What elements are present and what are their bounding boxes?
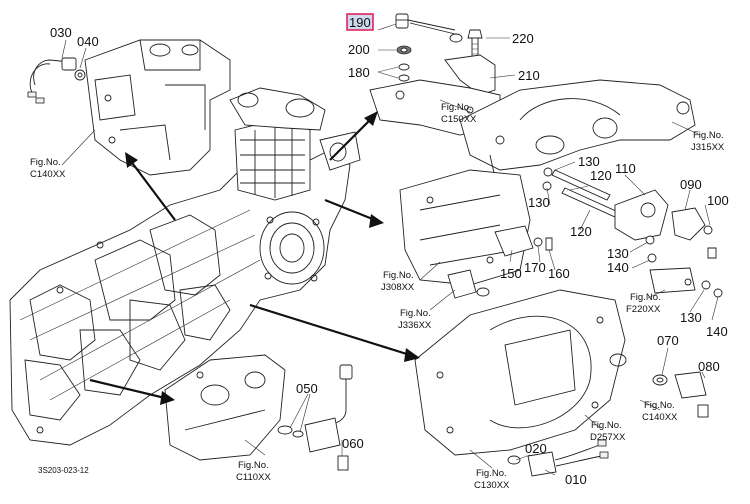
- part-label-070[interactable]: 070: [657, 333, 679, 348]
- figure-references: Fig.No. C140XX Fig.No. C150XX Fig.No. J3…: [30, 102, 725, 491]
- part-label-200[interactable]: 200: [348, 42, 370, 57]
- part-label-160[interactable]: 160: [548, 266, 570, 281]
- part-label-140-a[interactable]: 140: [607, 260, 629, 275]
- part-label-060[interactable]: 060: [342, 436, 364, 451]
- part-label-120-a[interactable]: 120: [590, 168, 612, 183]
- selected-part-box: [346, 13, 374, 31]
- part-label-190[interactable]: 190: [349, 15, 371, 30]
- fig-ref-j315xx-link[interactable]: J315XX: [691, 142, 725, 153]
- leader-lines: [61, 23, 719, 476]
- lower-right-cover-drawing: [414, 289, 709, 477]
- part-label-080[interactable]: 080: [698, 359, 720, 374]
- part-label-110[interactable]: 110: [615, 161, 636, 176]
- transmission-housing-drawing: [9, 87, 361, 446]
- lower-center-drawing: [164, 354, 353, 471]
- fig-ref-prefix: Fig.No.: [30, 157, 61, 168]
- part-label-050[interactable]: 050: [296, 381, 318, 396]
- fig-ref-d257xx-link[interactable]: D257XX: [590, 432, 626, 443]
- part-label-150[interactable]: 150: [500, 266, 522, 281]
- part-label-220[interactable]: 220: [512, 31, 534, 46]
- direction-arrows: [89, 111, 420, 405]
- part-label-130-b[interactable]: 130: [528, 195, 550, 210]
- part-label-090[interactable]: 090: [680, 177, 702, 192]
- part-label-130-a[interactable]: 130: [578, 154, 600, 169]
- fig-ref-j308xx-link[interactable]: J308XX: [381, 282, 415, 293]
- fig-ref-c110xx-link[interactable]: C110XX: [236, 472, 271, 483]
- fig-ref-prefix: Fig.No.: [441, 102, 472, 113]
- fig-ref-c140xx-link[interactable]: C140XX: [30, 169, 66, 180]
- part-labels: 030 040 190 200 180 220 210 130 110 090 …: [50, 13, 729, 487]
- fig-ref-prefix: Fig.No.: [644, 400, 675, 411]
- fig-ref-prefix: Fig.No.: [591, 420, 622, 431]
- part-label-100[interactable]: 100: [707, 193, 729, 208]
- fig-ref-c140xx-link-2[interactable]: C140XX: [642, 412, 678, 423]
- part-label-210[interactable]: 210: [518, 68, 540, 83]
- fig-ref-c130xx-link[interactable]: C130XX: [474, 480, 510, 491]
- part-label-020[interactable]: 020: [525, 441, 547, 456]
- fig-ref-prefix: Fig.No.: [693, 130, 724, 141]
- part-label-140-b[interactable]: 140: [706, 324, 728, 339]
- part-030-sensor-drawing: [27, 57, 86, 104]
- part-label-170[interactable]: 170: [524, 260, 546, 275]
- fig-ref-prefix: Fig.No.: [476, 468, 507, 479]
- fig-ref-j336xx-link[interactable]: J336XX: [398, 320, 432, 331]
- part-label-120-b[interactable]: 120: [570, 224, 592, 239]
- part-label-040[interactable]: 040: [77, 34, 99, 49]
- fig-ref-prefix: Fig.No.: [400, 308, 431, 319]
- part-label-130-d[interactable]: 130: [680, 310, 702, 325]
- middle-right-assembly-drawing: [399, 167, 723, 299]
- part-label-180[interactable]: 180: [348, 65, 370, 80]
- fig-ref-prefix: Fig.No.: [383, 270, 414, 281]
- selected-part-highlight: [347, 14, 373, 30]
- fig-ref-prefix: Fig.No.: [238, 460, 269, 471]
- part-label-130-c[interactable]: 130: [607, 246, 629, 261]
- drawing-code: 3S203-023-12: [38, 466, 89, 475]
- fig-ref-f220xx-link[interactable]: F220XX: [626, 304, 661, 315]
- part-label-030[interactable]: 030: [50, 25, 72, 40]
- fig-ref-c150xx-link[interactable]: C150XX: [441, 114, 477, 125]
- fig-ref-prefix: Fig.No.: [630, 292, 661, 303]
- upper-left-housing-drawing: [84, 39, 231, 176]
- part-label-010[interactable]: 010: [565, 472, 587, 487]
